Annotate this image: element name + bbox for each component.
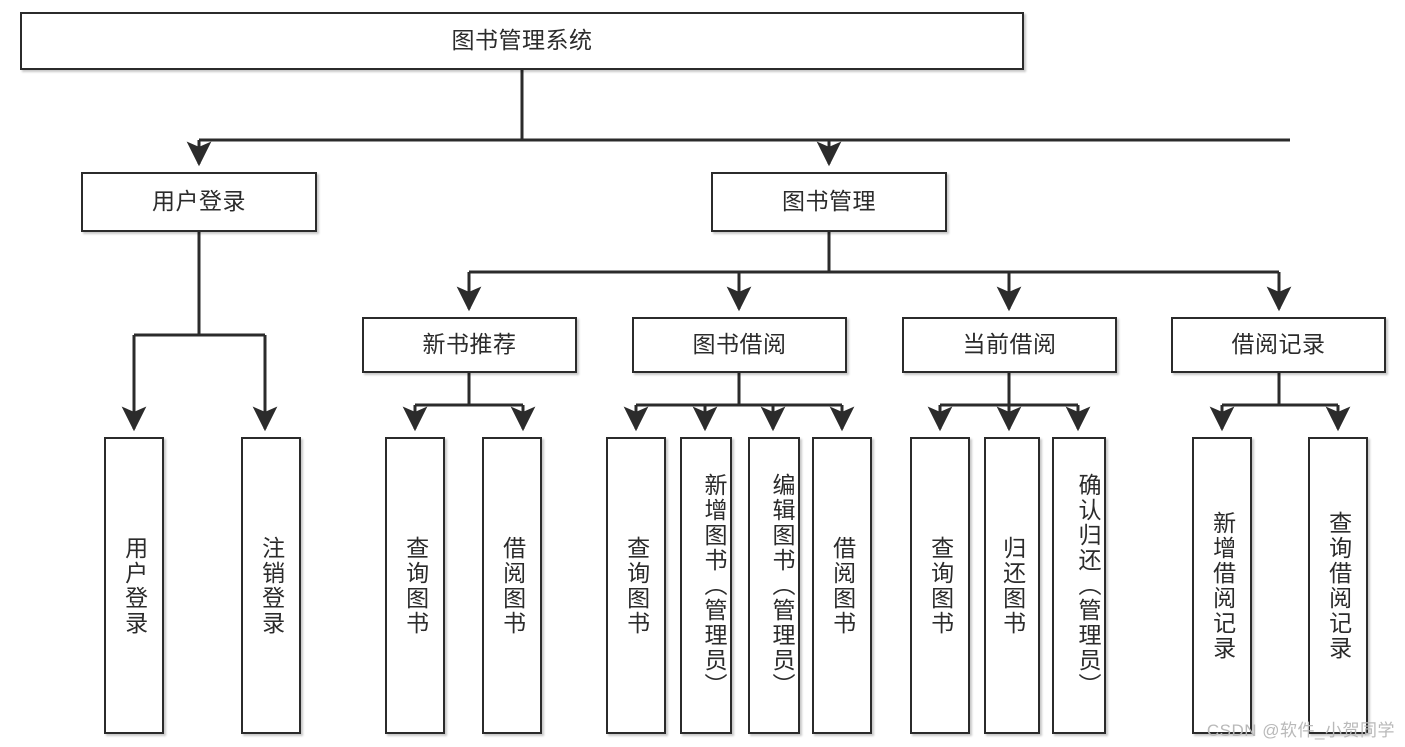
node-leaf-user-login[interactable]: 用户登录	[104, 437, 164, 734]
node-label: 编辑图书（管理员）	[769, 473, 795, 698]
csdn-watermark: CSDN @软件_小贺同学	[1206, 721, 1395, 740]
node-leaf-borrow-book-2[interactable]: 借阅图书	[812, 437, 872, 734]
node-user-login[interactable]: 用户登录	[81, 172, 317, 232]
node-leaf-query-book-1[interactable]: 查询图书	[385, 437, 445, 734]
node-leaf-add-book[interactable]: 新增图书（管理员）	[680, 437, 732, 734]
node-book-borrow[interactable]: 图书借阅	[632, 317, 847, 373]
node-book-manage[interactable]: 图书管理	[711, 172, 947, 232]
node-label: 查询图书	[927, 535, 954, 636]
node-leaf-query-record[interactable]: 查询借阅记录	[1308, 437, 1368, 734]
node-label: 借阅图书	[829, 535, 856, 636]
node-label: 用户登录	[152, 188, 246, 215]
node-new-book-recommend[interactable]: 新书推荐	[362, 317, 577, 373]
node-label: 新增图书（管理员）	[701, 473, 727, 698]
node-label: 当前借阅	[962, 331, 1057, 358]
node-label: 用户登录	[121, 535, 148, 636]
node-label: 图书管理系统	[451, 27, 593, 54]
node-leaf-query-book-2[interactable]: 查询图书	[606, 437, 666, 734]
node-leaf-return-book[interactable]: 归还图书	[984, 437, 1040, 734]
node-root-book-management-system[interactable]: 图书管理系统	[20, 12, 1024, 70]
node-label: 注销登录	[258, 535, 285, 636]
node-label: 图书管理	[782, 188, 876, 215]
node-label: 归还图书	[999, 535, 1026, 636]
node-label: 图书借阅	[692, 331, 787, 358]
node-label: 查询图书	[623, 535, 650, 636]
node-label: 借阅记录	[1231, 331, 1326, 358]
node-label: 查询借阅记录	[1325, 510, 1352, 661]
node-leaf-logout[interactable]: 注销登录	[241, 437, 301, 734]
node-leaf-add-record[interactable]: 新增借阅记录	[1192, 437, 1252, 734]
node-leaf-query-book-3[interactable]: 查询图书	[910, 437, 970, 734]
node-borrow-record[interactable]: 借阅记录	[1171, 317, 1386, 373]
node-label: 新书推荐	[422, 331, 517, 358]
node-label: 确认归还（管理员）	[1075, 473, 1101, 698]
node-leaf-borrow-book-1[interactable]: 借阅图书	[482, 437, 542, 734]
node-label: 新增借阅记录	[1209, 510, 1236, 661]
node-leaf-edit-book[interactable]: 编辑图书（管理员）	[748, 437, 800, 734]
node-label: 查询图书	[402, 535, 429, 636]
node-current-borrow[interactable]: 当前借阅	[902, 317, 1117, 373]
node-leaf-confirm-return[interactable]: 确认归还（管理员）	[1052, 437, 1106, 734]
node-label: 借阅图书	[499, 535, 526, 636]
